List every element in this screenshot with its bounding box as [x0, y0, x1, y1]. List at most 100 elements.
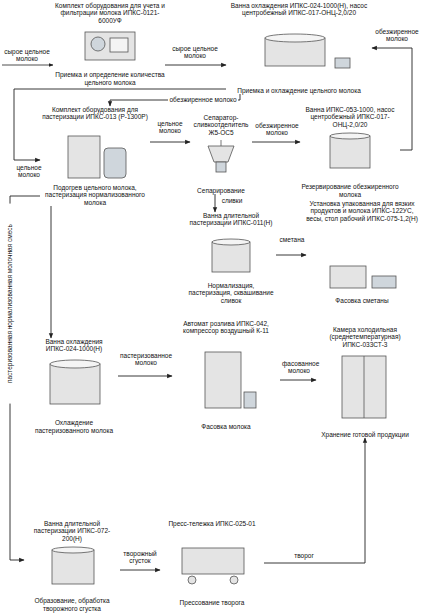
- room-body: [342, 356, 386, 418]
- input-line: [2, 65, 53, 66]
- packer: [330, 266, 366, 288]
- separator-spout: [221, 140, 222, 146]
- flow-label: фасованное молоко: [282, 360, 316, 374]
- equipment-station: Сепаратор- сливкоотделитель Ж5-ОС5Сепари…: [190, 114, 252, 194]
- flow-label: пастеризованное молоко: [120, 352, 172, 366]
- flow-connector: [264, 438, 365, 563]
- unit-panel: [110, 38, 128, 52]
- flow-connector: [51, 206, 52, 338]
- flow-connector: [150, 142, 190, 143]
- process-caption: Фасовка молока: [172, 423, 280, 430]
- input-label: сырое цельное молоко: [2, 48, 52, 62]
- cabinet: [68, 136, 100, 178]
- bath-body: [52, 550, 94, 584]
- compressor: [244, 392, 256, 408]
- process-caption: Подогрев цельного молока, пастеризация н…: [40, 184, 150, 206]
- equipment-heading: Камера холодильная (среднетемпературная)…: [316, 326, 414, 348]
- flow-connector: [252, 142, 300, 143]
- equipment-station: Установка упакованная для вязких продукт…: [306, 200, 418, 304]
- process-caption: Нормализация, пастеризация, сквашивание …: [186, 282, 276, 304]
- process-caption: Фасовка сметаны: [306, 297, 418, 304]
- flow-connector: [120, 570, 160, 571]
- bath-top: [50, 360, 100, 368]
- filling-machine: [205, 352, 256, 408]
- process-caption: Образование, обработка творожного сгустк…: [24, 597, 120, 612]
- flow-label: обезжиренное молоко: [254, 122, 300, 136]
- process-caption: Хранение готовой продукции: [316, 431, 414, 438]
- flow-connector: [165, 65, 226, 66]
- flow-label: сметана: [278, 236, 306, 243]
- equipment-heading: Ванна охлаждения ИПКС-024-1000(Н), насос…: [226, 2, 372, 17]
- process-caption: Приемка и определение количества цельног…: [55, 71, 165, 86]
- curd-bath: [52, 547, 94, 584]
- tank: [104, 148, 126, 178]
- cart-body: [182, 548, 244, 574]
- equipment-heading: Комплект оборудования для учета и фильтр…: [55, 2, 165, 24]
- filter-unit: [85, 32, 135, 60]
- flow-connector: [215, 194, 216, 212]
- equipment-station: Ванна длительной пастеризации ИПКС-011(Н…: [186, 212, 276, 304]
- work-table: [372, 276, 396, 288]
- wheel: [188, 576, 196, 584]
- packing-unit: [330, 266, 396, 288]
- flow-label: пастеризованная нормализованная молочная…: [6, 204, 13, 404]
- bath-body: [212, 242, 250, 272]
- equipment-heading: Ванна длительной пастеризации ИПКС-072-2…: [24, 520, 120, 542]
- cream-bath: [212, 239, 250, 272]
- press-cart: [182, 548, 244, 584]
- equipment-station: Ванна охлаждения ИПКС-024-1000(Н)Охлажде…: [30, 338, 118, 434]
- flow-label: обезжиренное молоко: [374, 28, 420, 42]
- unit-frame: [85, 32, 135, 60]
- bath-body: [50, 364, 100, 404]
- equipment-heading: Автомат розлива ИПКС-042, компрессор воз…: [172, 320, 280, 335]
- process-caption: Прессование творога: [160, 599, 264, 606]
- cooling-bath: [265, 34, 350, 68]
- equipment-station: Ванна длительной пастеризации ИПКС-072-2…: [24, 520, 120, 612]
- room-door: [364, 356, 365, 418]
- bath-body: [330, 136, 370, 168]
- flow-label: цельное молоко: [15, 164, 43, 178]
- flow-label: творожный сгусток: [122, 550, 158, 564]
- bath-top: [212, 239, 250, 245]
- reserve-bath: [330, 133, 370, 168]
- equipment-station: Камера холодильная (среднетемпературная)…: [316, 326, 414, 438]
- flow-connector: [118, 376, 172, 377]
- separator-base: [216, 162, 226, 172]
- pump: [335, 58, 350, 68]
- flow-label: обезжиренное молоко: [168, 96, 238, 103]
- flow-label: сливки: [219, 197, 245, 204]
- flow-connector: [276, 255, 306, 256]
- process-caption: Резервирование обезжиренного молока: [300, 183, 400, 198]
- equipment-heading: Сепаратор- сливкоотделитель Ж5-ОС5: [190, 114, 252, 136]
- flow-label: цельное молоко: [152, 120, 188, 134]
- bath-top: [52, 547, 94, 553]
- process-caption: Сепарирование: [190, 187, 252, 194]
- equipment-station: Комплект оборудования для учета и фильтр…: [55, 2, 165, 86]
- equipment-heading: Пресс-тележка ИПКС-025-01: [160, 520, 264, 527]
- flow-label: творог: [290, 552, 318, 559]
- equipment-station: Комплект оборудования для пастеризации И…: [40, 106, 150, 206]
- bath-top: [265, 34, 325, 42]
- flow-connector: [10, 196, 40, 560]
- cooling-bath-2: [50, 360, 100, 404]
- flow-connector: [110, 94, 240, 106]
- separator: [208, 140, 234, 172]
- equipment-heading: Комплект оборудования для пастеризации И…: [40, 106, 150, 121]
- bath-top: [330, 133, 370, 139]
- equipment-station: Пресс-тележка ИПКС-025-01Прессование тво…: [160, 520, 264, 606]
- equipment-heading: Установка упакованная для вязких продукт…: [306, 200, 418, 222]
- equipment-heading: Ванна охлаждения ИПКС-024-1000(Н): [30, 338, 118, 353]
- pasteurizer: [68, 136, 126, 178]
- separator-bowl: [208, 146, 234, 162]
- flow-connector: [280, 380, 316, 381]
- equipment-heading: Ванна ИПКС-053-1000, насос центробежный …: [300, 106, 400, 128]
- equipment-station: Ванна охлаждения ИПКС-024-1000(Н), насос…: [226, 2, 372, 94]
- unit-tank: [91, 37, 105, 51]
- equipment-station: Ванна ИПКС-053-1000, насос центробежный …: [300, 106, 400, 198]
- input-arrow: [2, 65, 53, 66]
- flow-label: сырое цельное молоко: [167, 45, 223, 59]
- flow-connector: [372, 48, 412, 150]
- process-caption: Приемка и охлаждение цельного молока: [226, 87, 372, 94]
- wheel: [230, 576, 238, 584]
